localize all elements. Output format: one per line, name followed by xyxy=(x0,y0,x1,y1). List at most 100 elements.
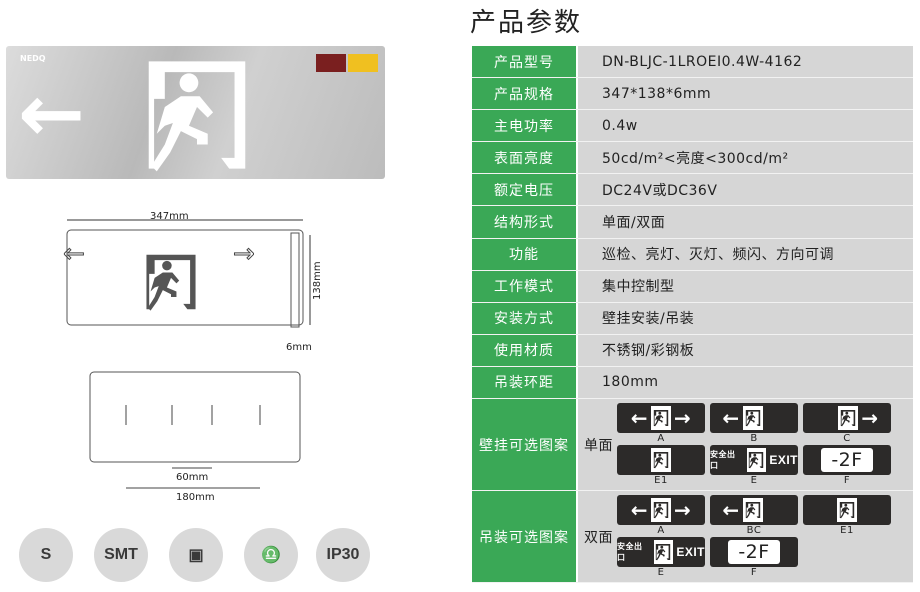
param-label: 吊装环距 xyxy=(472,366,578,399)
sign-option[interactable]: ← → A xyxy=(617,494,705,537)
sign-option[interactable]: -2F F xyxy=(803,444,891,487)
sign-option[interactable]: E1 xyxy=(803,494,891,537)
s-cert-icon: S xyxy=(19,528,73,582)
sign-option[interactable]: 安全出口 EXIT E xyxy=(710,444,798,487)
sign-caption: B xyxy=(750,432,758,444)
sign-plate xyxy=(803,494,891,525)
sign-caption: F xyxy=(750,566,758,578)
param-value: 集中控制型 xyxy=(578,270,913,302)
brand-logo: NEDQ xyxy=(20,54,46,63)
sign-option[interactable]: 安全出口 EXIT E xyxy=(617,536,705,579)
width-dimension: 347mm xyxy=(150,211,189,222)
ring-gap-dimension: 180mm xyxy=(176,492,215,503)
exit-man-icon xyxy=(651,447,671,472)
sign-caption: F xyxy=(843,474,851,486)
sign-plate: 安全出口 EXIT xyxy=(710,444,798,475)
sign-plate xyxy=(617,444,705,475)
cert-badge-icon xyxy=(348,54,378,72)
depth-dimension: 6mm xyxy=(286,342,312,353)
right-arrow-icon: → xyxy=(674,405,692,430)
safe-exit-text: 安全出口 xyxy=(710,449,736,470)
sign-caption: A xyxy=(657,432,665,444)
side-label: 双面 xyxy=(584,529,613,546)
param-label: 产品型号 xyxy=(472,46,578,78)
param-row: 工作模式集中控制型 xyxy=(472,270,913,303)
exit-man-icon xyxy=(651,405,671,430)
param-value: 单面/双面 xyxy=(578,206,913,238)
svg-text:→: → xyxy=(233,239,255,269)
left-arrow-icon: ← xyxy=(630,405,648,430)
param-value: 180mm xyxy=(578,366,913,399)
param-label: 使用材质 xyxy=(472,334,578,366)
chip-icon: ▣ xyxy=(169,528,223,582)
param-label: 主电功率 xyxy=(472,110,578,142)
floor-text: -2F xyxy=(728,539,780,564)
sign-caption: E1 xyxy=(654,474,668,486)
sign-option[interactable]: ← BC xyxy=(710,494,798,537)
sign-option[interactable]: ←B xyxy=(710,402,798,445)
hole-gap-dimension: 60mm xyxy=(176,472,209,483)
sign-caption: E1 xyxy=(840,524,854,536)
exit-text: EXIT xyxy=(676,544,705,559)
param-label: 吊装可选图案 xyxy=(472,491,578,583)
height-dimension: 138mm xyxy=(312,261,323,300)
exit-man-icon xyxy=(746,447,767,472)
floor-text: -2F xyxy=(821,447,873,472)
sign-caption: E xyxy=(750,474,758,486)
pattern-row-hang: 吊装可选图案双面 ← → A ← BC E1 安全出口 EXIT E -2F F xyxy=(472,491,913,584)
sign-plate: → xyxy=(803,402,891,433)
param-label: 表面亮度 xyxy=(472,142,578,174)
sign-option[interactable]: ←→A xyxy=(617,402,705,445)
sign-option[interactable]: →C xyxy=(803,402,891,445)
exit-man-icon xyxy=(742,497,763,522)
param-value: 不锈钢/彩钢板 xyxy=(578,334,913,366)
left-arrow-icon: ← xyxy=(722,497,740,522)
param-row: 功能巡检、亮灯、灭灯、频闪、方向可调 xyxy=(472,238,913,271)
product-photo: NEDQ ← xyxy=(6,46,385,179)
param-label: 产品规格 xyxy=(472,78,578,110)
sign-caption: BC xyxy=(746,524,762,536)
param-label: 额定电压 xyxy=(472,174,578,206)
param-label: 安装方式 xyxy=(472,302,578,334)
left-arrow-icon: ← xyxy=(630,497,648,522)
sign-option[interactable]: -2F F xyxy=(710,536,798,579)
right-arrow-icon: → xyxy=(674,497,692,522)
sign-option[interactable]: E1 xyxy=(617,444,705,487)
param-row: 安装方式壁挂安装/吊装 xyxy=(472,302,913,335)
param-row: 使用材质不锈钢/彩钢板 xyxy=(472,334,913,367)
sign-plate: ← xyxy=(710,494,798,525)
exit-man-icon xyxy=(140,56,254,174)
param-label: 工作模式 xyxy=(472,270,578,302)
sign-plate: ←→ xyxy=(617,402,705,433)
page-title: 产品参数 xyxy=(470,8,583,38)
side-label: 单面 xyxy=(584,437,613,454)
exit-man-icon xyxy=(837,497,857,522)
param-label: 结构形式 xyxy=(472,206,578,238)
sign-caption: E xyxy=(657,566,665,578)
sign-plate: -2F xyxy=(710,536,798,567)
left-arrow-icon: ← xyxy=(18,67,86,160)
param-value: 0.4w xyxy=(578,110,913,142)
param-label: 功能 xyxy=(472,238,578,270)
param-value: DC24V或DC36V xyxy=(578,174,913,206)
param-value: 50cd/m²<亮度<300cd/m² xyxy=(578,142,913,174)
exit-man-icon xyxy=(651,497,671,522)
sign-plate: 安全出口 EXIT xyxy=(617,536,705,567)
exit-text: EXIT xyxy=(769,452,798,467)
right-arrow-icon: → xyxy=(861,405,879,430)
front-dimension-drawing: ← → xyxy=(63,219,311,328)
sign-caption: C xyxy=(843,432,851,444)
safe-exit-text: 安全出口 xyxy=(617,541,643,562)
svg-text:←: ← xyxy=(63,239,85,269)
back-mounting-drawing xyxy=(89,371,301,489)
param-row: 结构形式单面/双面 xyxy=(472,206,913,239)
param-value: 347*138*6mm xyxy=(578,78,913,110)
param-value: 壁挂安装/吊装 xyxy=(578,302,913,334)
sign-caption: A xyxy=(657,524,665,536)
exit-man-icon xyxy=(653,539,674,564)
